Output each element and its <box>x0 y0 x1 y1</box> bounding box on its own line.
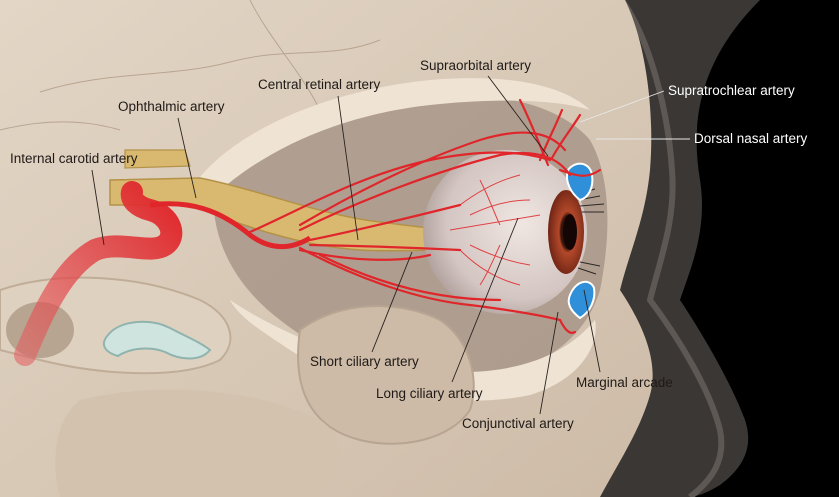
artery-network <box>248 98 602 334</box>
optic-nerve-branch <box>124 149 191 169</box>
skull-suture <box>39 39 381 93</box>
leader-internal-carotid <box>91 169 105 246</box>
cartilage <box>102 320 212 360</box>
label-short-ciliary-artery: Short ciliary artery <box>310 354 419 369</box>
leader-supraorbital <box>487 75 549 157</box>
skull-suture <box>249 0 321 111</box>
label-long-ciliary-artery: Long ciliary artery <box>376 386 483 401</box>
label-supratrochlear-artery: Supratrochlear artery <box>668 83 795 98</box>
leader-conjunctival <box>539 311 559 415</box>
label-conjunctival-artery: Conjunctival artery <box>462 416 574 431</box>
leader-supratrochlear <box>579 90 665 123</box>
orbit-floor <box>230 300 596 401</box>
skull-suture <box>0 121 121 131</box>
label-ophthalmic-artery: Ophthalmic artery <box>118 99 225 114</box>
leader-marginal-arcade <box>583 289 601 373</box>
leader-central-retinal <box>337 95 359 241</box>
lacrimal-upper <box>566 162 594 202</box>
leader-lines <box>91 75 690 415</box>
leader-ophthalmic <box>177 117 197 199</box>
pupil <box>563 214 577 250</box>
eyeball <box>423 150 587 314</box>
internal-carotid-artery <box>14 181 183 366</box>
maxillary-sinus <box>297 305 475 445</box>
mandible-area <box>55 389 339 497</box>
label-marginal-arcade: Marginal arcade <box>576 375 673 390</box>
artery-fine-branches <box>449 174 541 286</box>
label-dorsal-nasal-artery: Dorsal nasal artery <box>694 131 808 146</box>
skin-edge <box>619 0 725 497</box>
label-supraorbital-artery: Supraorbital artery <box>420 58 531 73</box>
leader-long-ciliary <box>451 217 519 383</box>
leader-short-ciliary <box>371 251 413 353</box>
ophthalmic-artery-trunk <box>149 201 312 250</box>
orbit-roof <box>190 78 590 195</box>
label-internal-carotid-artery: Internal carotid artery <box>10 151 138 166</box>
label-central-retinal-artery: Central retinal artery <box>258 77 381 92</box>
